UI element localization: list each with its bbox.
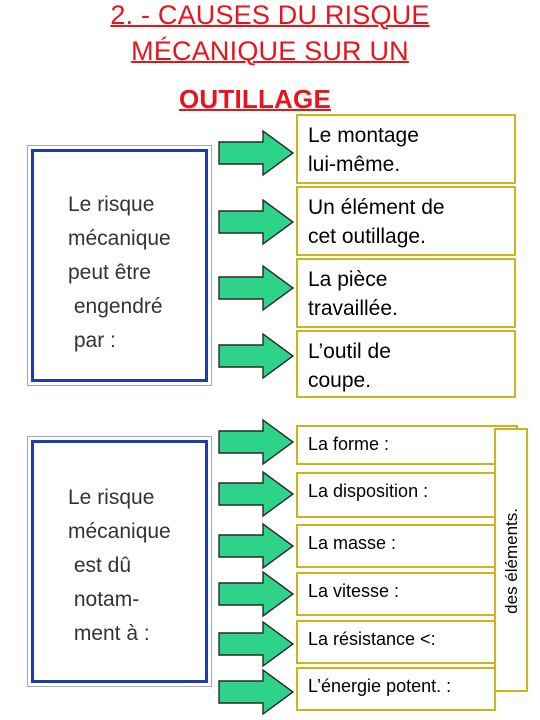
arrow-icon xyxy=(218,264,295,312)
factor-box: La disposition : xyxy=(296,472,496,518)
arrow-icon xyxy=(218,332,295,380)
side-label-box xyxy=(494,428,528,692)
factor-box: La vitesse : xyxy=(296,572,496,616)
factor-text: La vitesse : xyxy=(308,581,400,601)
arrow-icon xyxy=(218,470,295,518)
factor-box: La résistance <: xyxy=(296,620,496,664)
arrow-icon xyxy=(218,522,295,570)
factor-box: La forme : xyxy=(296,425,518,465)
cause-box: La pièce travaillée. xyxy=(296,258,516,328)
factor-text: La masse : xyxy=(308,533,397,553)
arrow-icon xyxy=(218,418,295,466)
factor-box: La masse : xyxy=(296,524,496,568)
cause-box: Le montage lui-même. xyxy=(296,114,516,184)
factor-text: La forme : xyxy=(308,434,390,454)
lead-box-du xyxy=(27,436,212,687)
arrow-icon xyxy=(218,198,295,246)
side-label-text: des éléments. xyxy=(502,508,521,614)
lead-box-engendre xyxy=(27,145,212,386)
side-label: des éléments. xyxy=(497,432,527,690)
lead-text-engendre: Le risque mécanique peut être engendré p… xyxy=(68,193,171,352)
factor-text: L’énergie potent. : xyxy=(308,676,452,696)
title-line-1: 2. - CAUSES DU RISQUE xyxy=(110,0,430,30)
cause-box: L’outil de coupe. xyxy=(296,330,516,398)
cause-text: La pièce travaillée. xyxy=(308,268,398,320)
cause-text: Un élément de cet outillage. xyxy=(308,196,445,248)
lead-text-du: Le risque mécanique est dû notam- ment à… xyxy=(68,486,171,645)
arrow-icon xyxy=(218,620,295,668)
arrow-icon xyxy=(218,668,295,716)
title-line-3: OUTILLAGE xyxy=(178,84,331,114)
cause-text: Le montage lui-même. xyxy=(308,124,419,176)
factor-text: La résistance <: xyxy=(308,629,436,649)
cause-text: L’outil de coupe. xyxy=(308,340,391,392)
title-line-2: MÉCANIQUE SUR UN xyxy=(131,36,409,66)
factor-box: L’énergie potent. : xyxy=(296,667,496,711)
arrow-icon xyxy=(218,129,295,177)
factor-text: La disposition : xyxy=(308,481,429,501)
arrow-icon xyxy=(218,570,295,618)
cause-box: Un élément de cet outillage. xyxy=(296,186,516,256)
